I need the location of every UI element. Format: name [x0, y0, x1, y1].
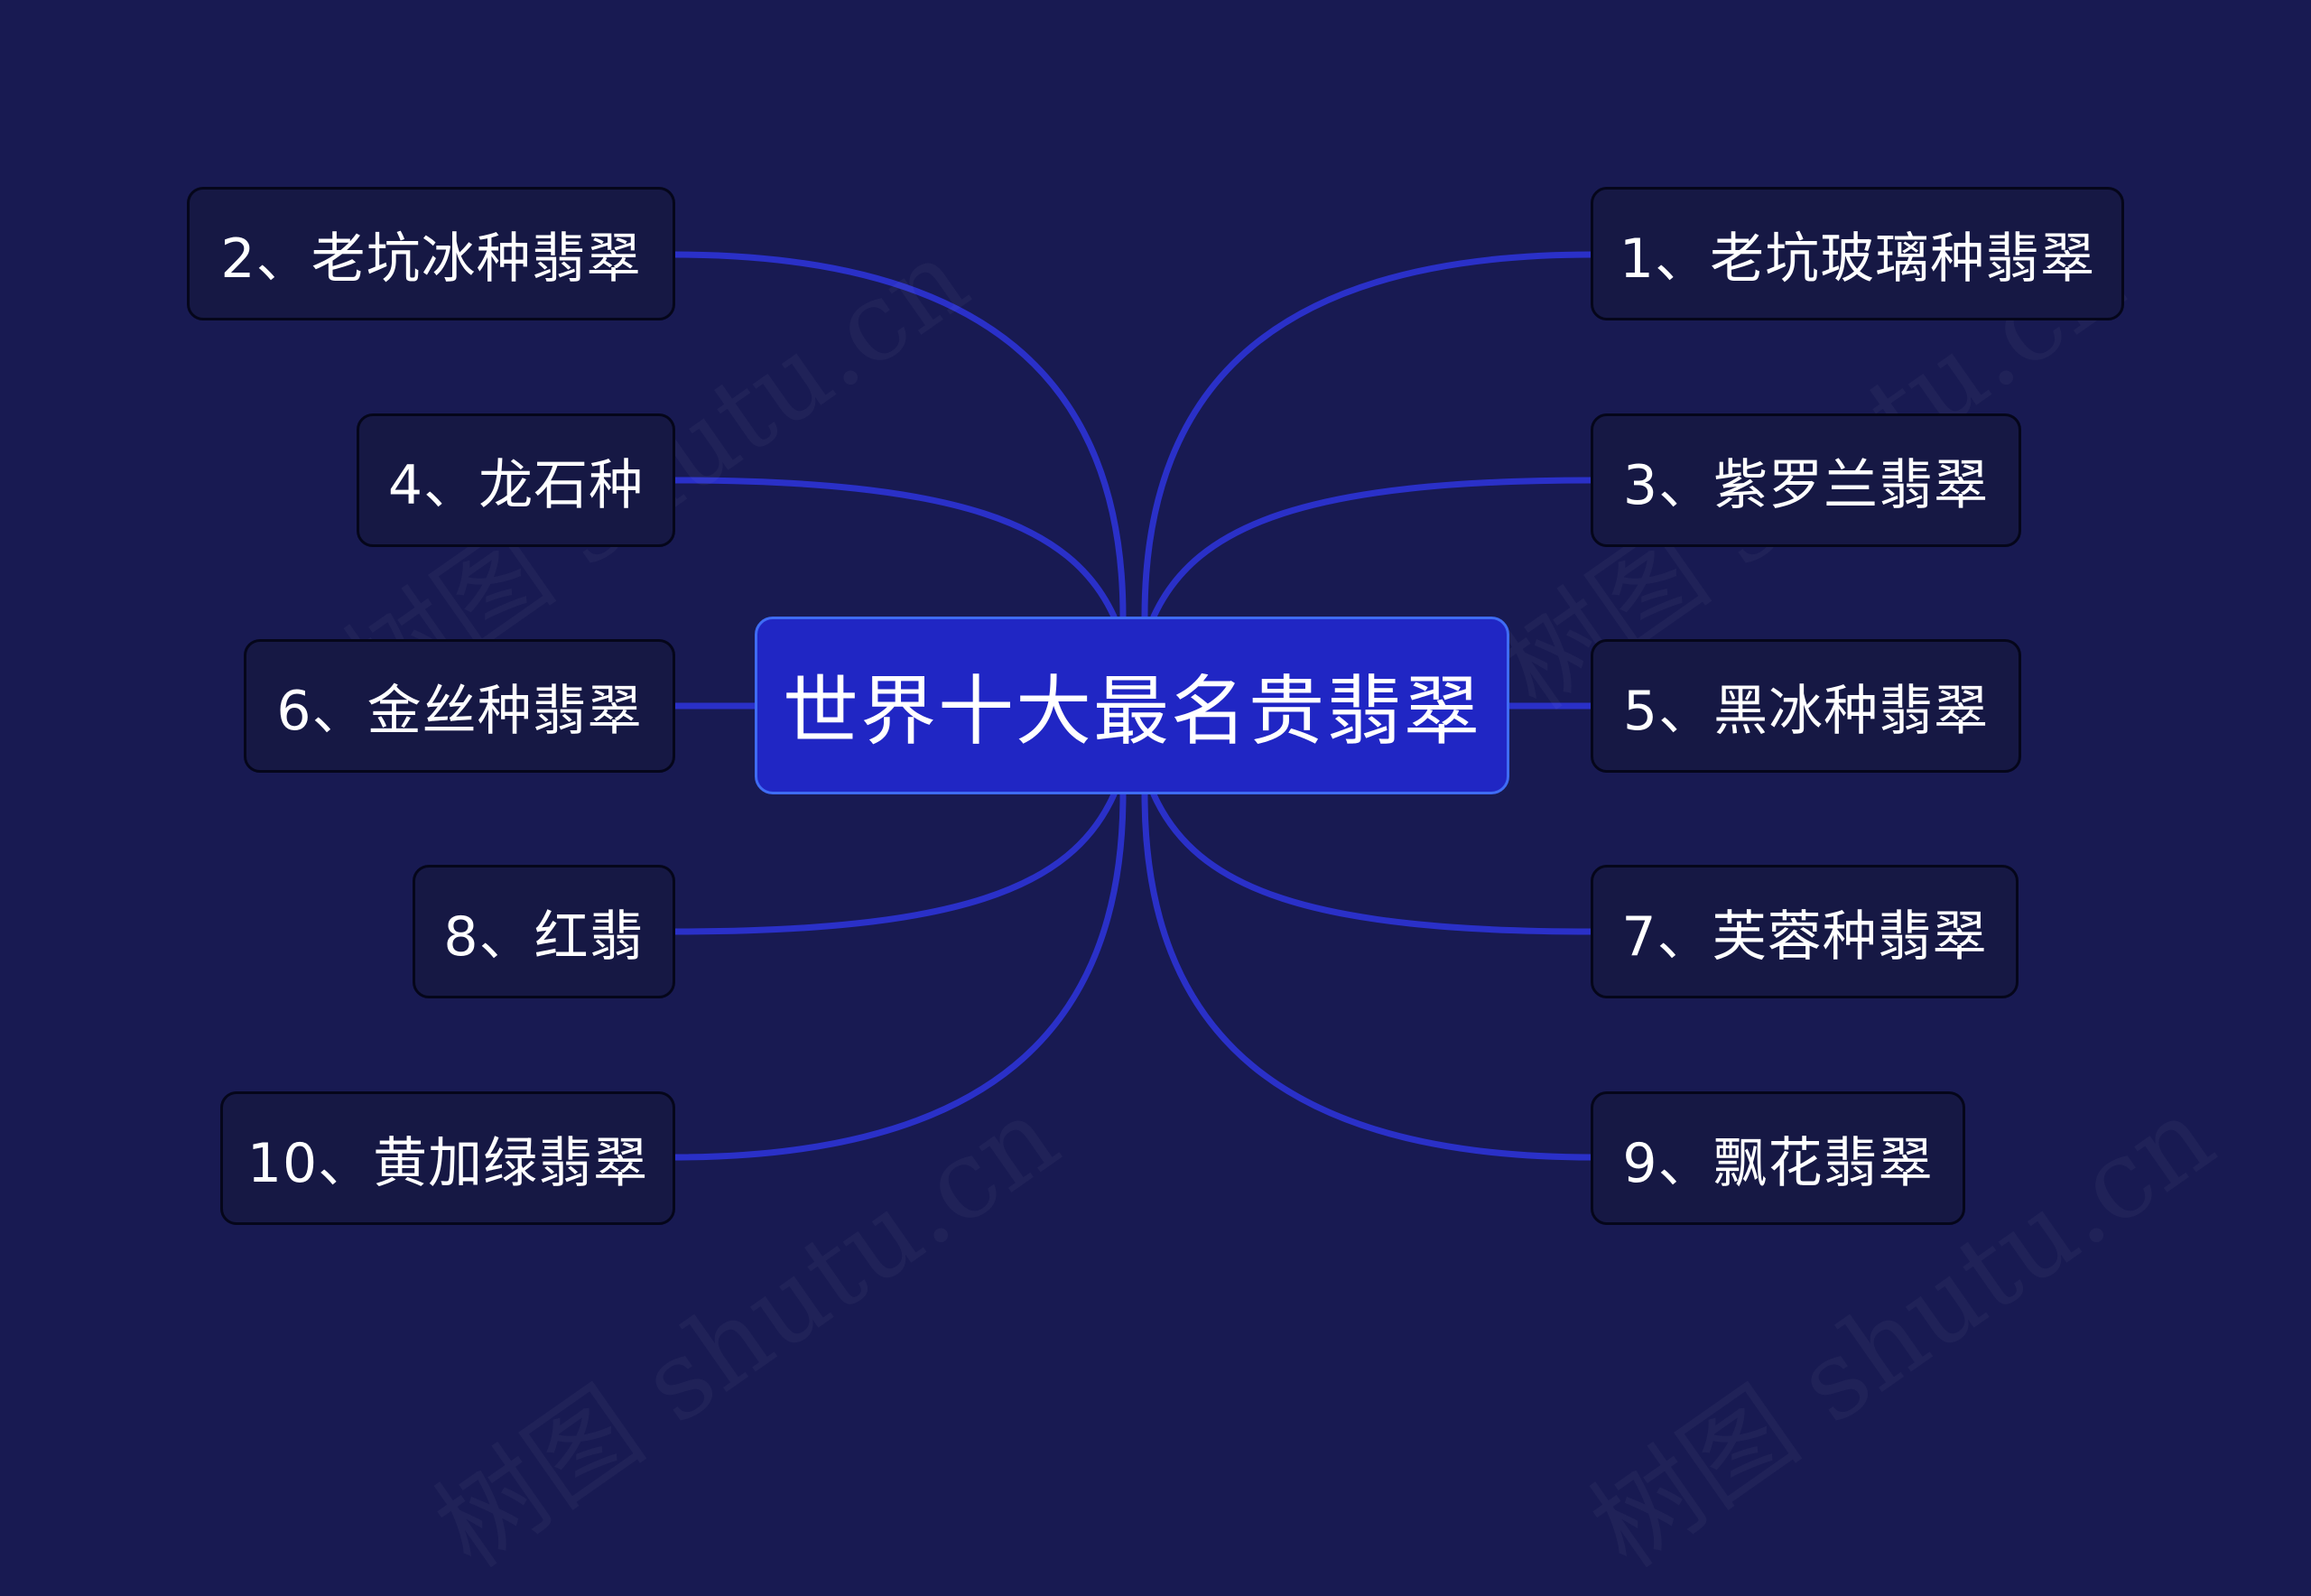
- connector-lines: [670, 251, 1596, 1161]
- mindmap-canvas: 树图 shutu.cn 树图 shutu.cn 树图 shutu.cn 树图 s…: [187, 187, 2124, 1225]
- connector-b1: [1141, 251, 1596, 620]
- root-topic[interactable]: 世界十大最名贵翡翠: [755, 617, 1509, 794]
- connector-b9: [1141, 791, 1596, 1161]
- connector-b2: [670, 251, 1127, 620]
- connector-b7: [1150, 791, 1596, 935]
- branch-node-8[interactable]: 8、红翡: [413, 865, 675, 998]
- connector-b8: [670, 791, 1118, 935]
- branch-node-1[interactable]: 1、老坑玻璃种翡翠: [1591, 187, 2124, 320]
- branch-node-6[interactable]: 6、金丝种翡翠: [244, 639, 675, 773]
- branch-node-10[interactable]: 10、黄加绿翡翠: [220, 1091, 675, 1225]
- branch-node-4[interactable]: 4、龙石种: [357, 413, 675, 547]
- connector-b10: [670, 791, 1127, 1161]
- connector-b3: [1150, 477, 1596, 620]
- branch-node-2[interactable]: 2、老坑冰种翡翠: [187, 187, 675, 320]
- branch-node-9[interactable]: 9、飘花翡翠: [1591, 1091, 1965, 1225]
- connector-b4: [670, 477, 1118, 620]
- branch-node-3[interactable]: 3、紫罗兰翡翠: [1591, 413, 2021, 547]
- branch-node-5[interactable]: 5、黑冰种翡翠: [1591, 639, 2021, 773]
- branch-node-7[interactable]: 7、芙蓉种翡翠: [1591, 865, 2019, 998]
